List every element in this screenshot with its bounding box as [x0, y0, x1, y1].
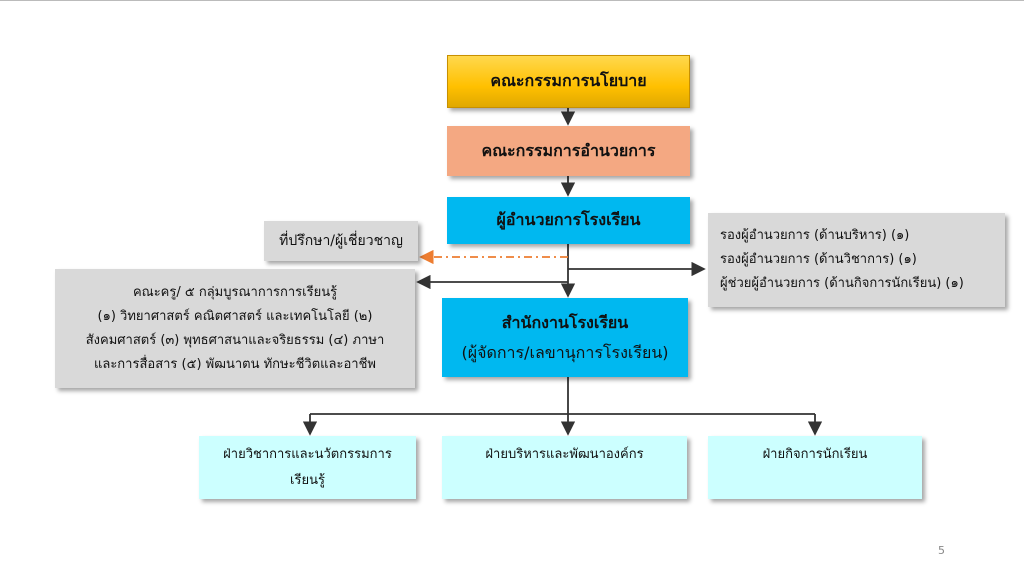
department-label: เรียนรู้ — [290, 472, 325, 488]
office-subtitle: (ผู้จัดการ/เลขานุการโรงเรียน) — [461, 342, 669, 362]
teachers-line: คณะครู/ ๕ กลุ่มบูรณาการการเรียนรู้ — [132, 284, 338, 300]
admin-department-box: ฝ่ายบริหารและพัฒนาองค์กร — [442, 436, 687, 499]
academic-department-box: ฝ่ายวิชาการและนวัตกรรมการ เรียนรู้ — [199, 436, 416, 499]
teachers-line: สังคมศาสตร์ (๓) พุทธศาสนาและจริยธรรม (๔)… — [85, 332, 385, 348]
teachers-line: (๑) วิทยาศาสตร์ คณิตศาสตร์ และเทคโนโลยี … — [97, 308, 373, 324]
deputy-line: ผู้ช่วยผู้อำนวยการ (ด้านกิจการนักเรียน) … — [720, 276, 964, 291]
teachers-line: และการสื่อสาร (๕) พัฒนาตน ทักษะชีวิตและอ… — [93, 356, 377, 372]
school-office-box: สำนักงานโรงเรียน (ผู้จัดการ/เลขานุการโรง… — [442, 298, 688, 377]
admin-committee-box: คณะกรรมการอำนวยการ — [447, 126, 690, 176]
deputy-line: รองผู้อำนวยการ (ด้านบริหาร) (๑) — [720, 228, 910, 243]
policy-committee-box: คณะกรรมการนโยบาย — [447, 55, 690, 108]
office-title: สำนักงานโรงเรียน — [501, 312, 629, 332]
teachers-box: คณะครู/ ๕ กลุ่มบูรณาการการเรียนรู้ (๑) ว… — [55, 269, 415, 388]
advisors-box: ที่ปรึกษา/ผู้เชี่ยวชาญ — [264, 221, 418, 261]
deputy-line: รองผู้อำนวยการ (ด้านวิชาการ) (๑) — [720, 252, 917, 267]
department-label: ฝ่ายกิจการนักเรียน — [762, 447, 868, 462]
director-box: ผู้อำนวยการโรงเรียน — [447, 197, 690, 244]
student-affairs-department-box: ฝ่ายกิจการนักเรียน — [708, 436, 922, 499]
department-label: ฝ่ายวิชาการและนวัตกรรมการ — [223, 446, 392, 462]
deputies-box: รองผู้อำนวยการ (ด้านบริหาร) (๑) รองผู้อำ… — [708, 213, 1005, 307]
page-number: 5 — [938, 544, 945, 557]
department-label: ฝ่ายบริหารและพัฒนาองค์กร — [485, 447, 644, 462]
